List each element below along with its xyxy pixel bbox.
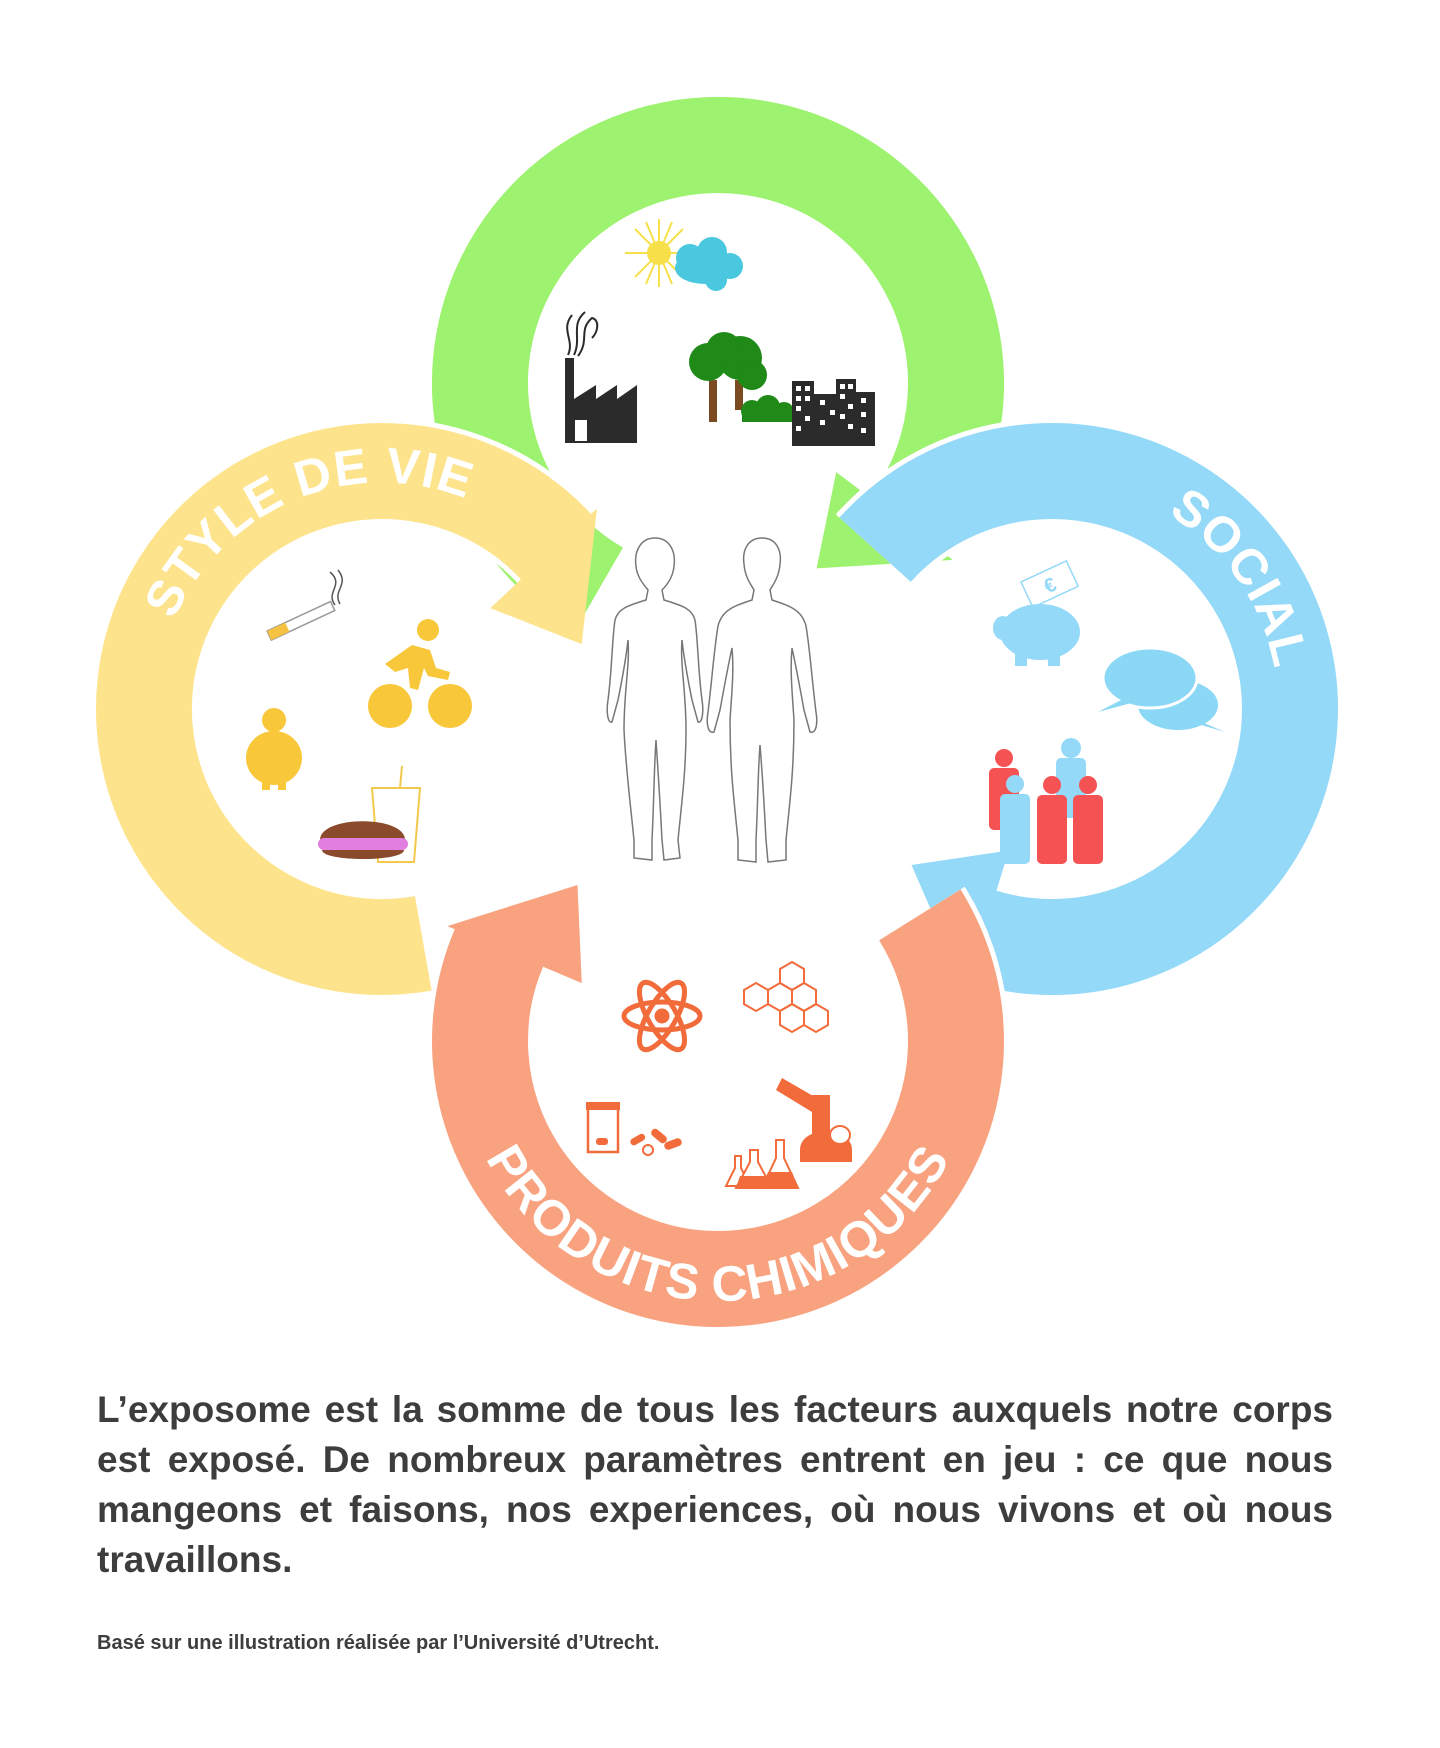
caption-text: L’exposome est la somme de tous les fact… [97, 1389, 1333, 1580]
pills-icon [586, 1102, 682, 1156]
atom-icon [621, 979, 703, 1053]
factory-icon [565, 311, 637, 443]
trees-icon [689, 332, 794, 422]
ring-produits-chimiques [427, 884, 1009, 1332]
ring-style-de-vie [91, 418, 599, 1000]
credit-text: Basé sur une illustration réalisée par l… [97, 1632, 660, 1654]
microscope-flasks-icon [724, 1078, 852, 1189]
burger-drink-icon [318, 765, 422, 863]
ring-arc [432, 889, 1004, 1327]
man-silhouette-icon [706, 537, 818, 863]
ring-arc [96, 423, 595, 995]
woman-silhouette-icon [606, 537, 704, 861]
speech-bubbles-icon [1098, 646, 1225, 732]
ring-arc [839, 423, 1338, 995]
molecule-icon [743, 960, 829, 1034]
cloud-icon [675, 237, 743, 291]
overweight-person-icon [246, 708, 302, 790]
piggy-bank-euro-icon: € [993, 559, 1080, 666]
arrowhead [447, 884, 582, 984]
buildings-icon [792, 379, 875, 446]
people-group-icon [989, 738, 1103, 864]
cigarette-icon [266, 569, 343, 642]
sun-icon [625, 219, 693, 287]
arrowhead [490, 508, 598, 645]
cyclist-icon [368, 619, 472, 728]
